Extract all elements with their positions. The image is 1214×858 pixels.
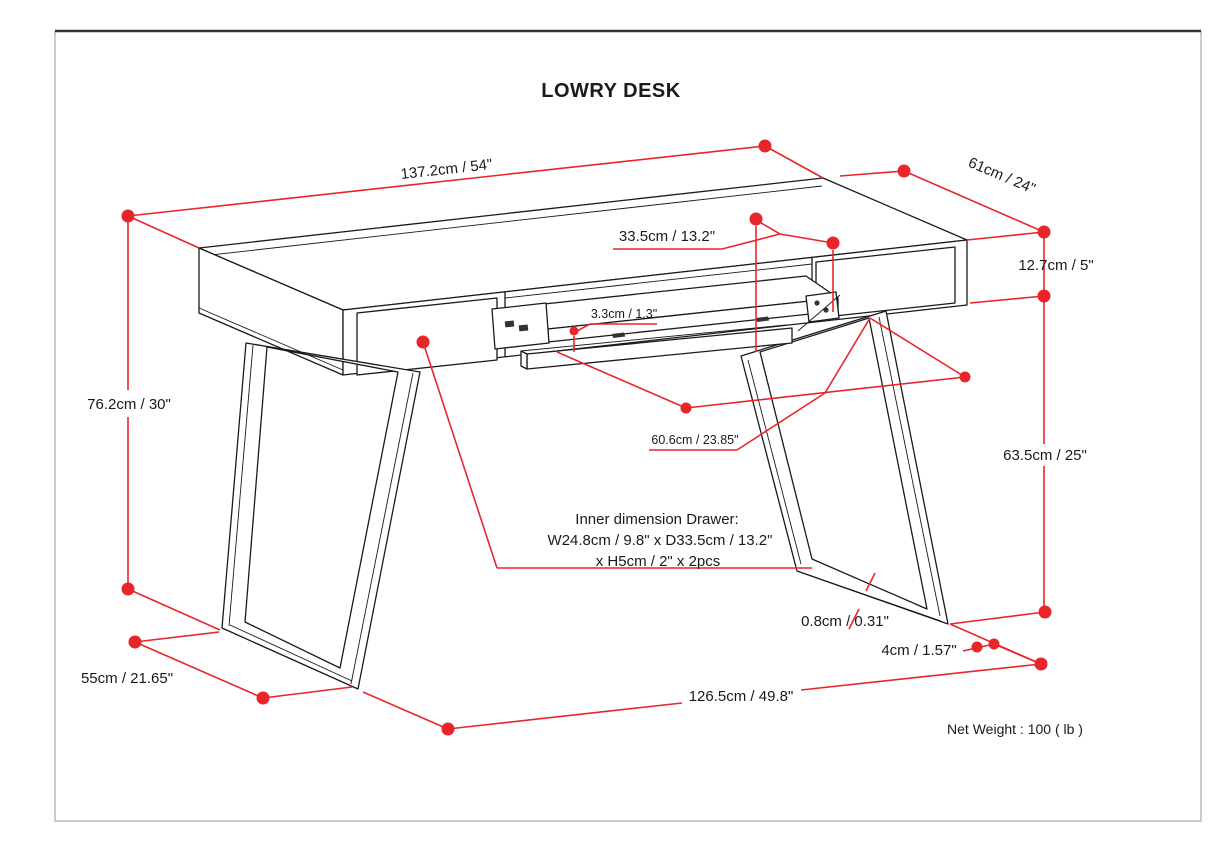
dim-base-depth: 55cm / 21.65" bbox=[81, 631, 353, 705]
tray-right-slide-bracket bbox=[805, 291, 840, 323]
tray-clip-left bbox=[612, 332, 626, 338]
dim-drawer-depth: 33.5cm / 13.2" bbox=[613, 212, 840, 352]
inner-drawer-line1: Inner dimension Drawer: bbox=[575, 511, 738, 528]
dim-base-span-label: 126.5cm / 49.8" bbox=[689, 688, 794, 705]
right-leg-frame bbox=[740, 310, 949, 625]
tray-shelf-top-line bbox=[520, 324, 787, 352]
dim-tray-lip: 3.3cm / 1.3" bbox=[569, 307, 657, 352]
dim-top-thickness-label: 12.7cm / 5" bbox=[1018, 257, 1093, 274]
slide-hardware-detail-2 bbox=[518, 324, 529, 332]
right-leg-front-accent bbox=[747, 359, 802, 565]
page-title: LOWRY DESK bbox=[541, 80, 681, 102]
dim-leg-thickness: 0.8cm / 0.31" bbox=[801, 572, 889, 630]
page-border bbox=[54, 29, 1202, 822]
tray-shelf-end-cap bbox=[520, 350, 528, 370]
right-leg-rear-accent bbox=[878, 316, 941, 617]
dim-top-thickness: 12.7cm / 5" bbox=[966, 231, 1094, 304]
tray-opening-inner-line bbox=[504, 263, 813, 299]
tray-clip-right bbox=[756, 316, 770, 322]
inner-drawer-note: Inner dimension Drawer: W24.8cm / 9.8" x… bbox=[416, 335, 812, 570]
left-leg-rear-accent bbox=[350, 372, 414, 685]
desk-left-end-trim-line bbox=[198, 307, 344, 371]
dim-height: 76.2cm / 30" bbox=[87, 222, 221, 631]
dim-tray-width-label: 60.6cm / 23.85" bbox=[651, 433, 738, 447]
left-drawer-front bbox=[356, 297, 498, 376]
left-leg-front-accent bbox=[228, 344, 254, 627]
dim-depth-label: 61cm / 24" bbox=[966, 154, 1038, 197]
left-leg-frame bbox=[221, 342, 421, 690]
left-leg-foot-accent bbox=[229, 624, 353, 682]
desk-top-back-edge-line bbox=[201, 185, 823, 257]
dim-height-label: 76.2cm / 30" bbox=[87, 396, 171, 413]
dim-drawer-depth-label: 33.5cm / 13.2" bbox=[619, 228, 715, 245]
keyboard-tray bbox=[491, 275, 841, 370]
inner-drawer-line3: x H5cm / 2" x 2pcs bbox=[596, 553, 721, 570]
dim-leg-thickness-label: 0.8cm / 0.31" bbox=[801, 613, 889, 630]
dim-length-label: 137.2cm / 54" bbox=[400, 156, 493, 183]
dim-foot-width-label: 4cm / 1.57" bbox=[881, 642, 956, 659]
right-leg-foot-accent bbox=[802, 572, 942, 622]
dim-foot-width: 4cm / 1.57" bbox=[881, 638, 1042, 665]
dim-tray-width: 60.6cm / 23.85" bbox=[556, 317, 971, 451]
dim-tray-lip-label: 3.3cm / 1.3" bbox=[591, 307, 657, 321]
dim-leg-height: 63.5cm / 25" bbox=[949, 302, 1087, 625]
desk-drawing bbox=[198, 177, 968, 690]
slide-hardware-detail-1 bbox=[504, 320, 515, 328]
net-weight-label: Net Weight : 100 ( lb ) bbox=[947, 721, 1083, 737]
dim-base-span: 126.5cm / 49.8" bbox=[362, 623, 1048, 736]
dim-base-depth-label: 55cm / 21.65" bbox=[81, 670, 173, 687]
dim-leg-height-label: 63.5cm / 25" bbox=[1003, 447, 1087, 464]
inner-drawer-line2: W24.8cm / 9.8" x D33.5cm / 13.2" bbox=[548, 532, 773, 549]
slide-screw-1 bbox=[814, 300, 820, 306]
